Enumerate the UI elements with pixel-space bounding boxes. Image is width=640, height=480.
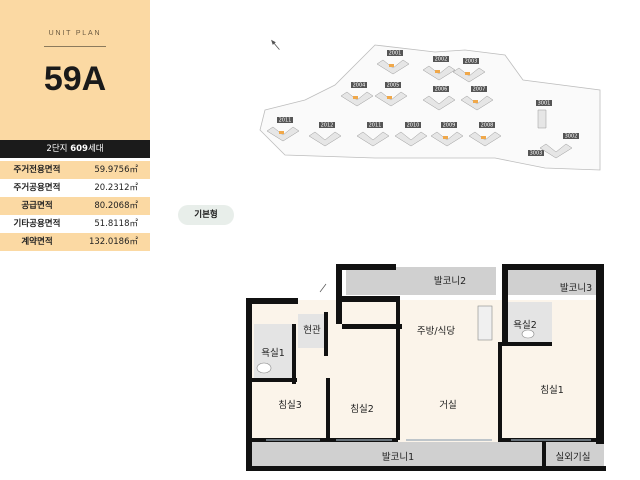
building-label: 2001	[389, 51, 402, 57]
unit-highlight	[389, 64, 394, 67]
building-label: 2002	[435, 57, 448, 63]
unit-type-code: 59A	[43, 60, 107, 98]
building-label: 2009	[443, 123, 456, 129]
area-value: 80.2068㎡	[94, 201, 138, 211]
area-label: 주거공용면적	[13, 183, 61, 193]
site-boundary	[259, 44, 601, 171]
household-count: 609	[70, 144, 88, 154]
building-label: 2004	[353, 83, 366, 89]
room-label-living: 거실	[439, 400, 456, 411]
building-group: 2001 2002 2003 2004 2005	[266, 50, 579, 159]
household-suffix: 세대	[87, 144, 104, 154]
area-value: 51.8118㎡	[94, 219, 138, 229]
room-label-entrance: 현관	[303, 325, 321, 336]
room-label-outdoor-unit: 실외기실	[556, 451, 591, 463]
balcony3-area	[508, 267, 602, 295]
area-row-supply: 공급면적 80.2068㎡	[0, 197, 150, 215]
area-label: 기타공용면적	[13, 219, 61, 229]
area-label: 주거전용면적	[13, 165, 61, 175]
area-value: 59.9756㎡	[94, 165, 138, 175]
building-footprint	[376, 59, 410, 75]
area-value: 20.2312㎡	[94, 183, 138, 193]
building-label: 3001	[538, 101, 551, 107]
outdoor-unit-area	[547, 442, 604, 469]
building-label: 2012	[321, 123, 334, 129]
door-swing-icon	[319, 283, 327, 293]
area-row-exclusive: 주거전용면적 59.9756㎡	[0, 161, 150, 179]
complex-household-bar: 2단지 609세대	[0, 140, 150, 158]
balcony1-area	[252, 442, 547, 469]
room-label-bedroom2: 침실2	[350, 404, 374, 415]
building-label: 3003	[530, 151, 543, 157]
room-label-bedroom1: 침실1	[540, 385, 564, 396]
site-plan-map: 2001 2002 2003 2004 2005	[259, 39, 601, 171]
area-row-shared: 주거공용면적 20.2312㎡	[0, 179, 150, 197]
building-label: 2010	[407, 123, 420, 129]
room-label-bath1: 욕실1	[261, 348, 285, 359]
kitchen-counter	[477, 305, 493, 341]
building-label-box	[387, 50, 403, 56]
unit-floor-plan: 발코니2 발코니3 현관 주방/식당 욕실2 욕실1 침실1 침실3 침실2 거…	[246, 264, 606, 471]
area-label: 공급면적	[21, 201, 53, 211]
room-label-balcony1: 발코니1	[382, 452, 414, 463]
area-row-contract: 계약면적 132.0186㎡	[0, 233, 150, 251]
area-value: 132.0186㎡	[88, 237, 138, 247]
north-arrow-icon	[271, 39, 280, 50]
building-label: 2005	[387, 83, 400, 89]
room-label-balcony3: 발코니3	[560, 283, 592, 294]
building-label: 2006	[435, 87, 448, 93]
toilet-icon	[521, 329, 535, 339]
toilet-icon	[256, 362, 272, 374]
building-label: 2011	[369, 123, 382, 129]
unit-header-panel: UNIT PLAN 59A	[0, 0, 150, 140]
building-label: 2003	[465, 59, 478, 65]
building-label: 2011	[279, 118, 292, 124]
room-label-kitchen: 주방/식당	[417, 326, 455, 337]
building-label: 3002	[565, 134, 578, 140]
room-label-bedroom3: 침실3	[278, 400, 302, 411]
entrance-area	[298, 314, 328, 348]
balcony2-area	[346, 267, 496, 295]
area-label: 계약면적	[21, 237, 53, 247]
building-label: 2007	[473, 87, 486, 93]
room-label-bath2: 욕실2	[513, 320, 537, 331]
complex-name: 2단지	[46, 144, 68, 154]
unit-plan-label: UNIT PLAN	[48, 30, 102, 37]
room-label-balcony2: 발코니2	[434, 276, 466, 287]
unit-divider	[44, 46, 106, 47]
area-row-other-shared: 기타공용면적 51.8118㎡	[0, 215, 150, 233]
building-label: 2008	[481, 123, 494, 129]
plan-type-badge[interactable]: 기본형	[178, 205, 234, 225]
